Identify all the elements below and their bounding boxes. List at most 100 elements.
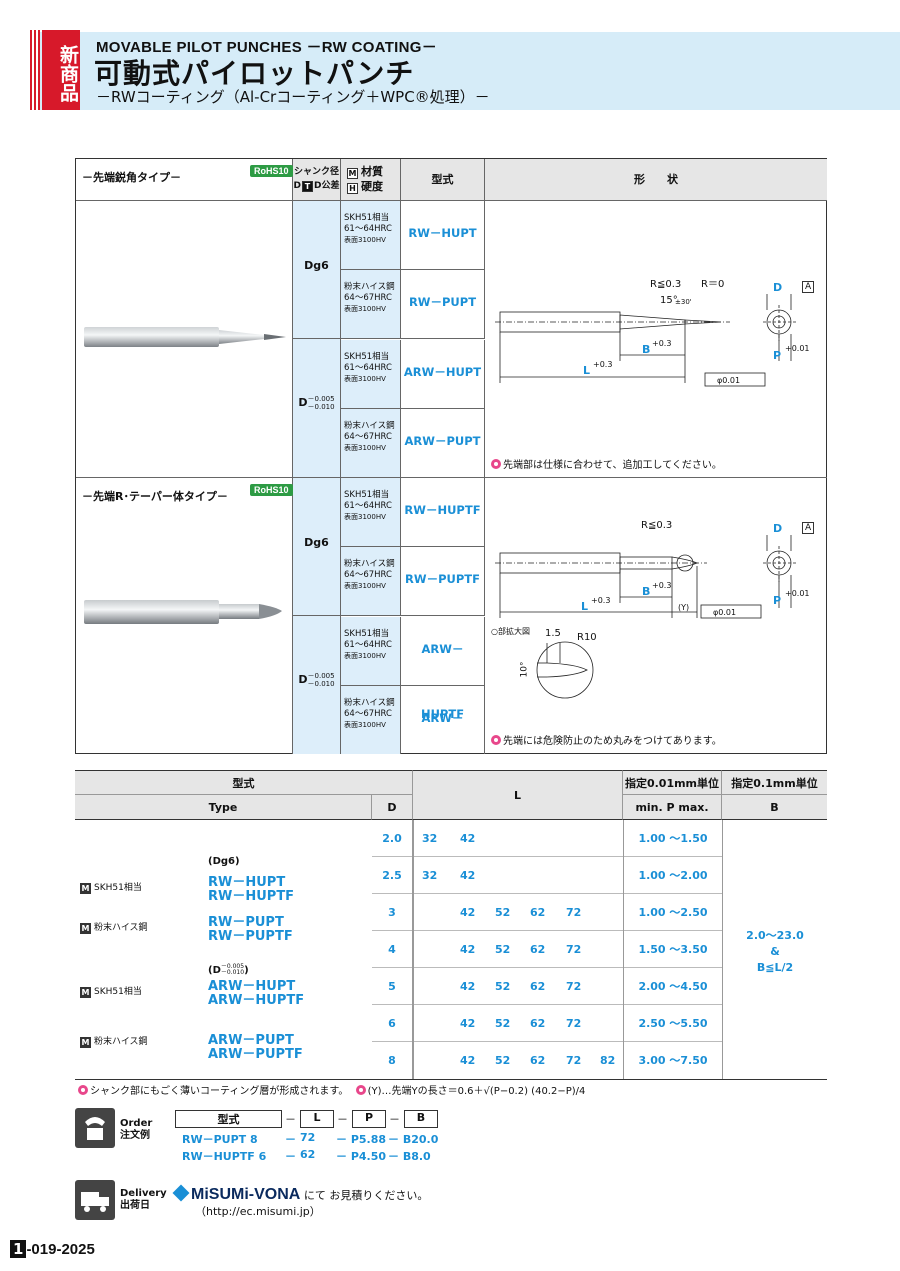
material-line: 表面3100HV xyxy=(344,236,386,244)
model-code: ARW－HUPT xyxy=(401,340,485,409)
datum-a: A xyxy=(802,281,815,293)
material-line: 表面3100HV xyxy=(344,721,386,729)
dim-10deg: 10° xyxy=(519,661,530,678)
group1-mat: SKH51相当 xyxy=(94,883,142,893)
dim-l: L xyxy=(583,364,591,377)
footnote-2: (Y)…先端Yの長さ＝0.6＋√(P−0.2) (40.2−P)/4 xyxy=(367,1086,586,1097)
section2-note: 先端には危険防止のため丸みをつけてあります。 xyxy=(491,732,722,747)
l-value: 62 xyxy=(530,906,546,919)
rohs-badge-2: RoHS10 xyxy=(250,484,293,496)
m-box-g4: M xyxy=(80,1037,91,1048)
order-example-dash: － xyxy=(285,1150,296,1163)
shape-header: 形 状 xyxy=(485,159,827,201)
detail-label: ○部拡大図 xyxy=(491,627,530,636)
tol-d-1: D－0.005－0.010 xyxy=(293,339,341,478)
dimension-drawing-round xyxy=(495,535,797,699)
material-line: 64～67HRC xyxy=(344,293,392,303)
subtitle: －RWコーティング（Al-Crコーティング＋WPC®処理）－ xyxy=(96,88,490,106)
d-value: 6 xyxy=(372,1005,413,1042)
tol-sub-2: －0.010 xyxy=(307,680,335,688)
dim-l-tol: +0.3 xyxy=(593,360,613,369)
table-row xyxy=(372,820,722,857)
order-col-type: 型式 xyxy=(175,1110,282,1128)
material-line: SKH51相当 xyxy=(344,352,390,362)
material-line: 61～64HRC xyxy=(344,501,392,511)
l-value: 32 xyxy=(422,832,438,845)
dim-r1-2: R≦0.3 xyxy=(641,520,673,531)
title-jp: 可動式パイロットパンチ xyxy=(94,57,415,90)
page-number: 1-019-2025 xyxy=(10,1240,95,1258)
brand-logo: MiSUMi-VONA xyxy=(191,1186,301,1203)
model-code: RW－HUPT xyxy=(401,201,485,270)
dim-b: B xyxy=(642,343,651,356)
tol-sup: －0.005 xyxy=(307,395,335,403)
dim-b-tol: +0.3 xyxy=(652,339,672,348)
order-example-dash: － xyxy=(285,1133,296,1146)
footnotes: シャンク部にもごく薄いコーティング層が形成されます。 (Y)…先端Yの長さ＝0.… xyxy=(78,1082,585,1097)
tol-value-2: Dg6 xyxy=(304,536,329,549)
order-dash-1: － xyxy=(285,1113,296,1126)
order-jp: 注文例 xyxy=(120,1130,150,1141)
p-range: 2.00 ～4.50 xyxy=(623,968,722,1005)
order-example-value: － P4.50 xyxy=(336,1150,387,1163)
punch-image-sharp xyxy=(84,327,286,347)
page-code: -019-2025 xyxy=(26,1241,95,1258)
tol-dg6-2: Dg6 xyxy=(293,478,341,616)
section2-shape-drawing: R≦0.3 B +0.3 L +0.3 (Y) D A P +0.01 φ0.0… xyxy=(485,478,827,754)
b-jp-header: 指定0.1mm単位 xyxy=(722,770,827,795)
l-header: L xyxy=(413,770,623,820)
hardness-label: 硬度 xyxy=(361,180,383,193)
title-en: MOVABLE PILOT PUNCHES －RW COATING－ xyxy=(96,39,438,56)
material-line: 粉末ハイス鋼 xyxy=(344,282,395,292)
tol-dg6-1: Dg6 xyxy=(293,201,341,339)
phone-icon xyxy=(75,1108,115,1148)
dim-b-2: B xyxy=(642,585,651,598)
type-header: 型式 xyxy=(401,159,485,201)
material-line: 61～64HRC xyxy=(344,640,392,650)
model-code: RW－HUPTF xyxy=(401,478,485,547)
note-text: 先端部は仕様に合わせて、追加工してください。 xyxy=(503,460,722,471)
delivery-text: MiSUMi-VONA にて お見積りください。 xyxy=(172,1184,428,1204)
b-value-cell: 2.0～23.0 & B≦L/2 xyxy=(722,820,827,1079)
t-box: T xyxy=(302,181,313,192)
material-line: SKH51相当 xyxy=(344,490,390,500)
model-code: ARW－PUPTF xyxy=(401,686,485,789)
dim-d: D xyxy=(773,281,783,294)
misumi-logo-icon xyxy=(172,1184,190,1202)
l-value: 42 xyxy=(460,980,476,993)
punch-image-round xyxy=(84,600,282,624)
group3-mat: SKH51相当 xyxy=(94,987,142,997)
material-line: 表面3100HV xyxy=(344,513,386,521)
shank-label: シャンク径 xyxy=(293,167,339,177)
tol-value: Dg6 xyxy=(304,259,329,272)
order-dash-3: － xyxy=(389,1113,400,1126)
b-cond: B≦L/2 xyxy=(756,961,794,974)
model-code: ARW－HUPTF xyxy=(401,617,485,721)
p-range: 1.00 ～2.00 xyxy=(623,857,722,894)
delivery-url[interactable]: （http://ec.misumi.jp） xyxy=(195,1205,321,1218)
d-value: 4 xyxy=(372,931,413,968)
header-stripes xyxy=(30,30,40,110)
l-value: 42 xyxy=(460,906,476,919)
l-value: 62 xyxy=(530,980,546,993)
table-row xyxy=(372,894,722,931)
group3-model-a: ARW－HUPT xyxy=(208,979,296,994)
section1-illustration xyxy=(76,201,293,478)
dim-r2: R＝0 xyxy=(701,279,725,290)
l-value: 72 xyxy=(566,1017,582,1030)
dim-b-tol-2: +0.3 xyxy=(652,581,672,590)
m-box-g2: M xyxy=(80,923,91,934)
section2-illustration: －先端R･テーパー体タイプ－ RoHS10 xyxy=(76,478,293,754)
dim-l-tol-2: +0.3 xyxy=(591,596,611,605)
d-header: D xyxy=(372,795,413,820)
table-row xyxy=(372,968,722,1005)
material-label: 材質 xyxy=(361,165,383,178)
order-example-value: － B8.0 xyxy=(388,1150,431,1163)
l-value: 52 xyxy=(495,1017,511,1030)
